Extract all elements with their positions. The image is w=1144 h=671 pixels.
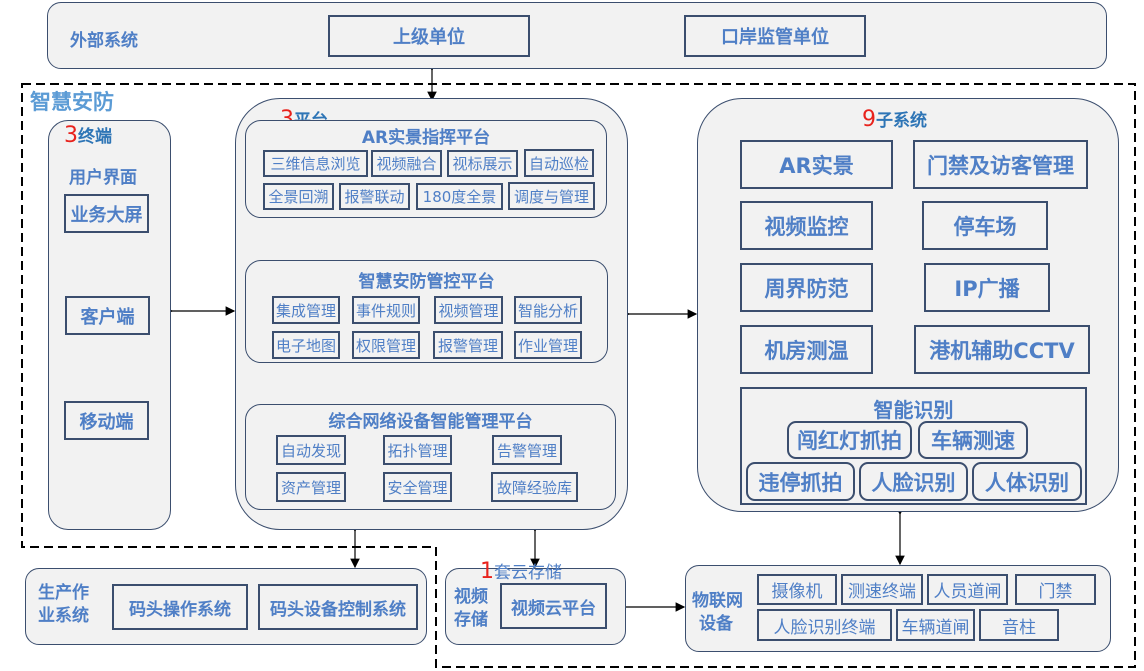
subsystem-temperature: 机房测温	[740, 325, 873, 374]
ar-item: 三维信息浏览	[263, 150, 368, 177]
subsystem-video-surveillance: 视频监控	[740, 201, 873, 250]
security-item: 权限管理	[352, 331, 420, 359]
external-systems-group	[47, 2, 1107, 69]
recognition-item: 违停抓拍	[746, 462, 855, 501]
security-item: 事件规则	[352, 296, 420, 324]
terminal-mobile: 移动端	[64, 401, 149, 440]
video-cloud-platform: 视频云平台	[500, 583, 607, 629]
subsystems-count: 9	[862, 107, 876, 132]
subsystem-ar: AR实景	[740, 140, 893, 189]
security-item: 电子地图	[272, 331, 340, 359]
terminal-big-screen: 业务大屏	[64, 194, 149, 233]
network-item: 资产管理	[276, 472, 346, 502]
ar-item: 180度全景	[416, 183, 503, 210]
security-platform-title: 智慧安防管控平台	[358, 272, 495, 292]
recognition-item: 人体识别	[972, 462, 1082, 501]
iot-item: 摄像机	[757, 574, 837, 605]
security-item: 报警管理	[433, 331, 503, 359]
ar-platform-title: AR实景指挥平台	[361, 128, 491, 148]
ar-item: 自动巡检	[524, 149, 594, 177]
storage-title: 套云存储	[494, 563, 562, 583]
security-item: 视频管理	[434, 296, 503, 324]
iot-item: 门禁	[1015, 574, 1096, 605]
ar-item: 全景回溯	[263, 183, 334, 210]
production-label-line: 生产作	[38, 583, 89, 603]
terminal-client: 客户端	[65, 296, 150, 335]
equipment-control-system: 码头设备控制系统	[258, 584, 418, 630]
subsystem-perimeter: 周界防范	[740, 263, 873, 312]
recognition-item: 人脸识别	[859, 462, 968, 501]
port-regulator-box: 口岸监管单位	[684, 15, 866, 57]
ar-item: 报警联动	[339, 183, 410, 210]
user-interface-label: 用户界面	[69, 168, 137, 188]
storage-label-line: 存储	[454, 610, 488, 630]
storage-count: 1	[480, 559, 494, 584]
iot-item: 测速终端	[841, 574, 923, 605]
security-item: 智能分析	[514, 296, 582, 324]
subsystem-parking: 停车场	[922, 201, 1048, 250]
network-item: 拓扑管理	[383, 435, 452, 465]
iot-item: 音柱	[979, 609, 1059, 641]
ar-item: 调度与管理	[508, 182, 595, 210]
subsystem-crane-cctv: 港机辅助CCTV	[914, 325, 1090, 374]
iot-item: 人脸识别终端	[757, 609, 892, 641]
network-item: 告警管理	[492, 435, 562, 465]
production-label-line: 业系统	[38, 606, 89, 626]
terminals-title: 终端	[78, 127, 112, 147]
iot-label-line: 设备	[699, 614, 733, 634]
security-item: 集成管理	[272, 296, 340, 324]
subsystems-title: 子系统	[876, 111, 927, 131]
network-item: 故障经验库	[491, 472, 578, 502]
iot-label-line: 物联网	[692, 591, 743, 611]
network-item: 安全管理	[383, 472, 452, 502]
network-platform-title: 综合网络设备智能管理平台	[328, 412, 533, 432]
scope-dashed-border	[21, 83, 1136, 668]
scope-label: 智慧安防	[30, 90, 114, 114]
storage-label-line: 视频	[454, 587, 488, 607]
terminals-count: 3	[64, 123, 78, 148]
external-label: 外部系统	[70, 31, 138, 51]
recognition-item: 车辆测速	[918, 421, 1028, 459]
superior-unit-box: 上级单位	[328, 15, 530, 57]
security-item: 作业管理	[514, 331, 582, 359]
terminal-operating-system: 码头操作系统	[112, 584, 248, 630]
recognition-title: 智能识别	[873, 398, 954, 422]
network-item: 自动发现	[276, 435, 346, 465]
subsystem-ip-broadcast: IP广播	[924, 263, 1050, 312]
ar-item: 视频融合	[371, 150, 442, 177]
iot-item: 人员道闸	[927, 574, 1008, 605]
iot-item: 车辆道闸	[896, 609, 975, 641]
subsystem-access-control: 门禁及访客管理	[913, 140, 1088, 189]
ar-item: 视标展示	[447, 150, 518, 177]
recognition-item: 闯红灯抓拍	[787, 421, 912, 459]
